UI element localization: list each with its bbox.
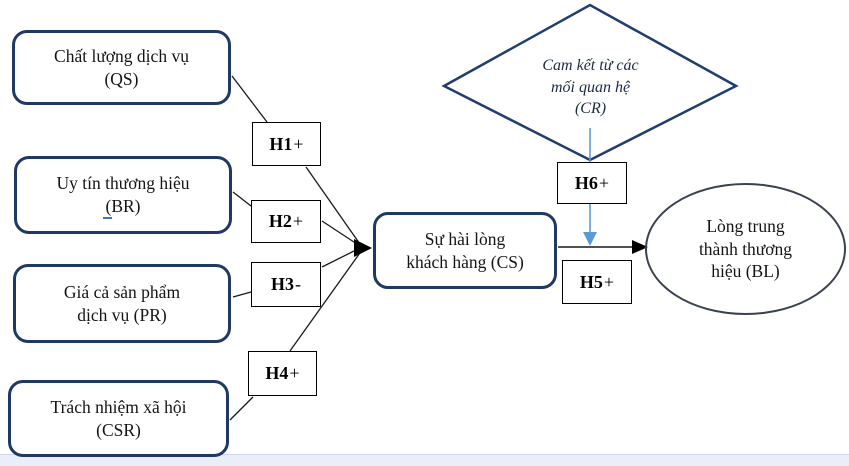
node-brand-loyalty: Lòng trung thành thương hiệu (BL) — [645, 183, 846, 315]
hypothesis-h5: H5 + — [562, 260, 632, 304]
bl-arrowhead — [632, 240, 648, 254]
cs-arrowhead — [354, 239, 372, 257]
hypothesis-h2: H2 + — [251, 200, 321, 243]
node-brand-reputation: Uy tín thương hiệu (BR) — [14, 156, 232, 234]
node-relationship-commitment-label: Cam kết từ các mối quan hệ (CR) — [542, 57, 639, 118]
node-social-responsibility: Trách nhiệm xã hội (CSR) — [8, 380, 229, 457]
hypothesis-h5-sign: + — [603, 271, 615, 292]
node-price: Giá cả sản phẩm dịch vụ (PR) — [13, 264, 231, 343]
hypothesis-h4: H4 + — [248, 351, 317, 396]
hypothesis-h3-sign: - — [295, 274, 301, 294]
hypothesis-h1-id: H1 — [269, 133, 293, 154]
hypothesis-h3-id: H3 — [270, 274, 294, 294]
node-customer-satisfaction: Sự hài lòng khách hàng (CS) — [373, 212, 557, 289]
hypothesis-h6-sign: + — [598, 172, 610, 193]
hypothesis-h1-sign: + — [293, 133, 304, 154]
hypothesis-h6: H6 + — [557, 162, 627, 204]
hypothesis-h5-id: H5 — [579, 271, 603, 292]
cr-diamond-shape — [441, 3, 739, 162]
hypothesis-h1: H1 + — [252, 122, 321, 166]
spellcheck-underline — [103, 217, 112, 219]
hypothesis-h3: H3 - — [251, 262, 321, 307]
node-service-quality: Chất lượng dịch vụ (QS) — [12, 30, 231, 105]
moderation-arrowhead — [583, 232, 597, 246]
footer-strip — [0, 454, 849, 466]
hypothesis-h4-id: H4 — [265, 363, 289, 383]
hypothesis-h2-id: H2 — [268, 211, 292, 231]
hypothesis-h6-id: H6 — [574, 172, 598, 193]
hypothesis-h2-sign: + — [292, 211, 304, 231]
hypothesis-h4-sign: + — [289, 363, 300, 383]
